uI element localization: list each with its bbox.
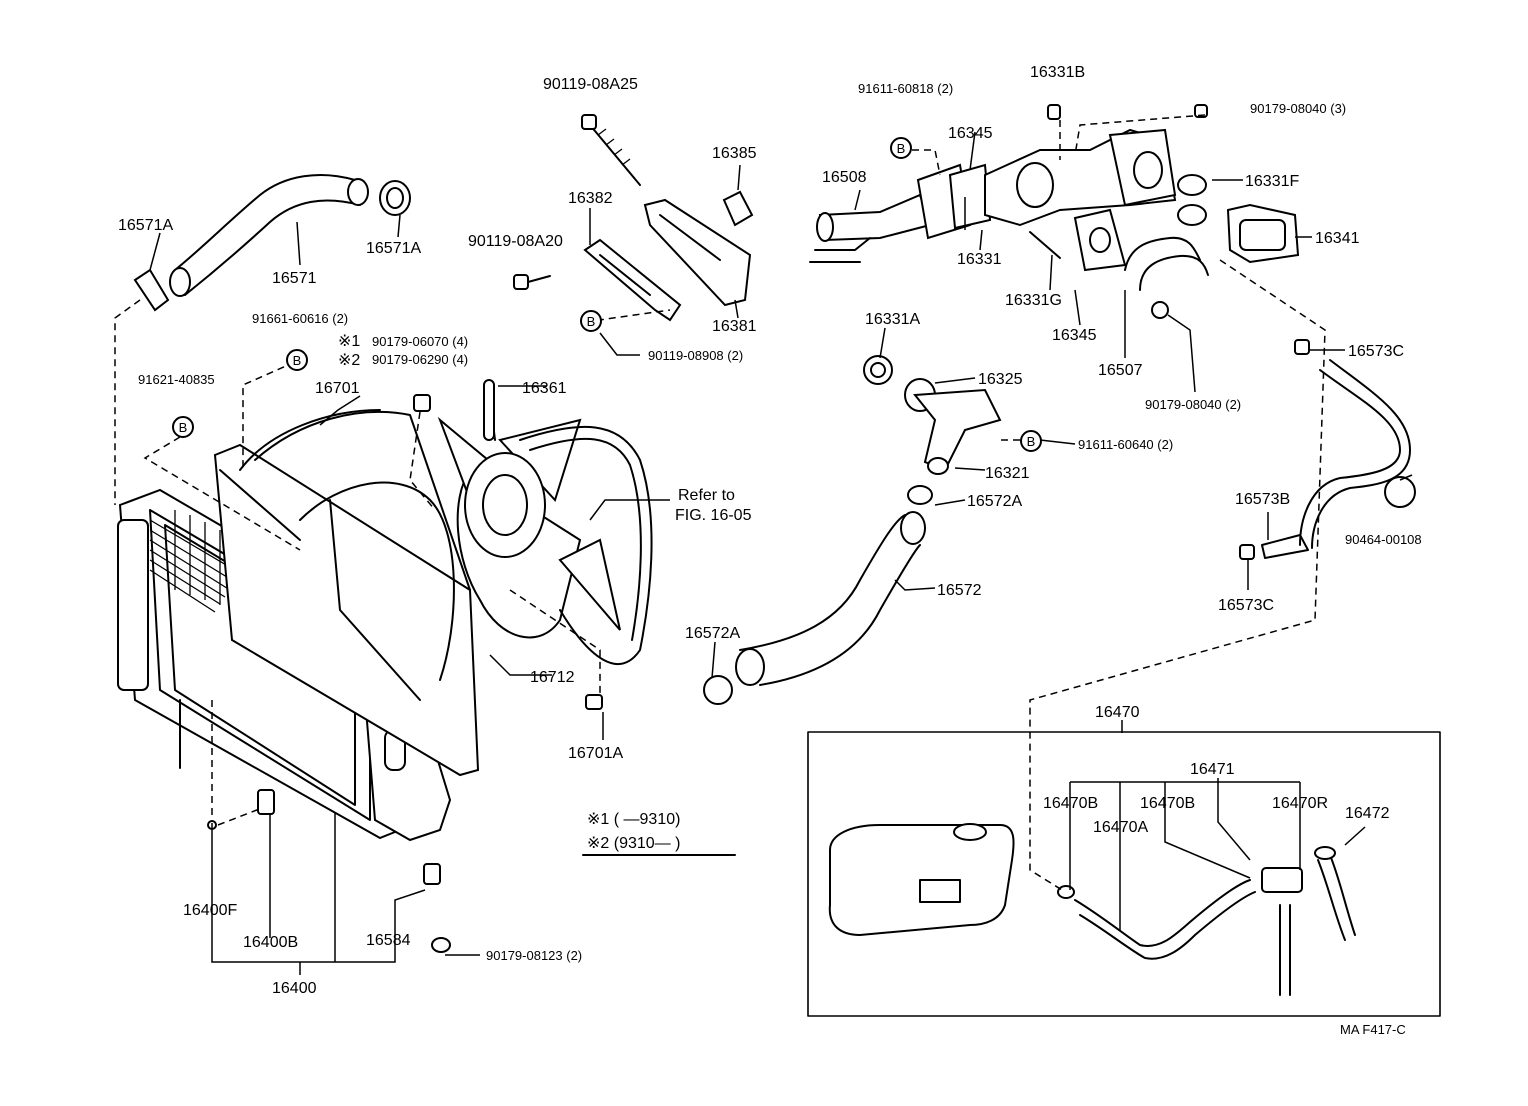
ref-b-circle	[172, 416, 194, 438]
label-16507: 16507	[1098, 362, 1143, 379]
label-16345-bottom: 16345	[1052, 327, 1097, 344]
label-16331F: 16331F	[1245, 173, 1299, 190]
leader-lines	[149, 131, 1413, 975]
label-91611-60818: 91611-60818 (2)	[858, 81, 953, 96]
label-16470B-mid: 16470B	[1140, 795, 1195, 812]
figure-code: MA F417-C	[1340, 1022, 1406, 1037]
label-16571A-right: 16571A	[366, 240, 421, 257]
ref-b-letter: B	[587, 314, 596, 329]
label-16573B: 16573B	[1235, 491, 1290, 508]
label-90464-00108: 90464-00108	[1345, 532, 1422, 547]
label-90179-08123: 90179-08123 (2)	[486, 948, 582, 963]
lower-radiator-hose	[703, 485, 933, 705]
ref-b-circle	[1020, 430, 1042, 452]
label-16381: 16381	[712, 318, 757, 335]
label-16325: 16325	[978, 371, 1023, 388]
cooling-fan	[437, 379, 653, 666]
label-16471: 16471	[1190, 761, 1235, 778]
label-16341: 16341	[1315, 230, 1360, 247]
label-16701: 16701	[315, 380, 360, 397]
ref-b-circle	[890, 137, 912, 159]
label-16400B: 16400B	[243, 934, 298, 951]
legend-note-1: ※1 ( —9310)	[587, 811, 680, 828]
label-16345-top: 16345	[948, 125, 993, 142]
label-16385: 16385	[712, 145, 757, 162]
label-16472: 16472	[1345, 805, 1390, 822]
label-91611-60640: 91611-60640 (2)	[1078, 437, 1173, 452]
label-16573C-bottom: 16573C	[1218, 597, 1274, 614]
water-outlet-assembly	[809, 104, 1300, 319]
note2-mark: ※2	[338, 352, 360, 369]
label-16382: 16382	[568, 190, 613, 207]
label-90179-06290: 90179-06290 (4)	[372, 352, 468, 367]
label-91661-60616: 91661-60616 (2)	[252, 311, 348, 326]
thermostat-housing	[863, 355, 1002, 475]
label-16584: 16584	[366, 932, 411, 949]
reservoir-tank-box	[807, 731, 1441, 1017]
label-16331G: 16331G	[1005, 292, 1062, 309]
bypass-hose	[1239, 339, 1416, 560]
label-16573C-top: 16573C	[1348, 343, 1404, 360]
label-16331B: 16331B	[1030, 64, 1085, 81]
label-16571A-left: 16571A	[118, 217, 173, 234]
label-16572A-top: 16572A	[967, 493, 1022, 510]
label-16470: 16470	[1095, 704, 1140, 721]
label-16400F: 16400F	[183, 902, 237, 919]
label-90119-08908: 90119-08908 (2)	[648, 348, 743, 363]
upper-radiator-hose	[133, 174, 411, 312]
label-90119-08A20: 90119-08A20	[468, 233, 563, 250]
ref-b-letter: B	[179, 420, 188, 435]
ref-circles-b: B B B B B	[172, 137, 1042, 452]
label-16470A: 16470A	[1093, 819, 1148, 836]
label-16572: 16572	[937, 582, 982, 599]
label-16470R: 16470R	[1272, 795, 1328, 812]
label-91621-40835: 91621-40835	[138, 372, 215, 387]
label-16470B-left: 16470B	[1043, 795, 1098, 812]
label-90119-08A25: 90119-08A25	[543, 76, 638, 93]
ref-b-circle	[286, 349, 308, 371]
brackets	[513, 114, 754, 322]
ref-b-letter: B	[293, 353, 302, 368]
fan-shroud	[213, 409, 480, 777]
label-16321: 16321	[985, 465, 1030, 482]
label-90179-08040-2: 90179-08040 (2)	[1145, 397, 1241, 412]
label-16400: 16400	[272, 980, 317, 997]
label-16508: 16508	[822, 169, 867, 186]
label-16361: 16361	[522, 380, 567, 397]
part-labels: 16571A 16571 16571A 90119-08A25 16385 16…	[118, 64, 1422, 1037]
label-16701A: 16701A	[568, 745, 623, 762]
label-16571: 16571	[272, 270, 317, 287]
refer-line-1: Refer to	[678, 487, 735, 504]
dashed-lines	[114, 114, 1326, 891]
label-16712: 16712	[530, 669, 575, 686]
label-16331A: 16331A	[865, 311, 920, 328]
ref-b-letter: B	[1027, 434, 1036, 449]
label-16331: 16331	[957, 251, 1002, 268]
ref-b-circle	[580, 310, 602, 332]
legend-note-2: ※2 (9310— )	[587, 835, 680, 852]
label-16572A-bottom: 16572A	[685, 625, 740, 642]
note1-mark: ※1	[338, 333, 360, 350]
label-90179-06070: 90179-06070 (4)	[372, 334, 468, 349]
ref-b-letter: B	[897, 141, 906, 156]
refer-line-2: FIG. 16-05	[675, 507, 752, 524]
label-90179-08040-3: 90179-08040 (3)	[1250, 101, 1346, 116]
